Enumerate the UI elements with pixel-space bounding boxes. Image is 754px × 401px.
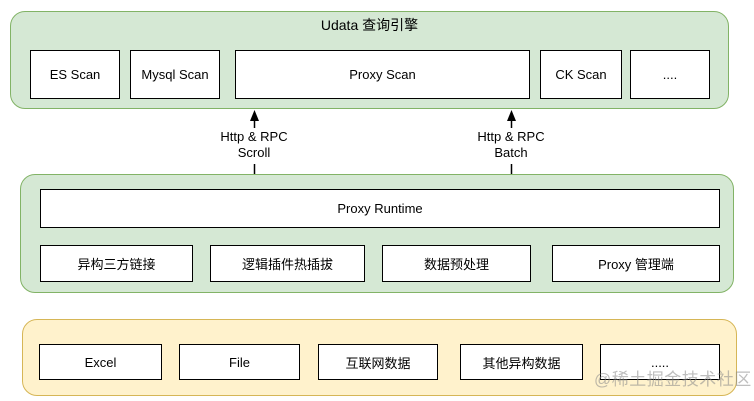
udata-query-engine-title: Udata 查询引擎 bbox=[320, 17, 419, 33]
heterogeneous-link-box: 异构三方链接 bbox=[40, 245, 193, 282]
connector-batch-line2: Batch bbox=[494, 145, 528, 160]
ck-scan-box: CK Scan bbox=[540, 50, 622, 99]
proxy-scan-box: Proxy Scan bbox=[235, 50, 530, 99]
connector-label-batch: Http & RPC Batch bbox=[451, 129, 571, 161]
excel-box: Excel bbox=[39, 344, 162, 380]
proxy-admin-box: Proxy 管理端 bbox=[552, 245, 720, 282]
top-ellipsis-box: .... bbox=[630, 50, 710, 99]
bottom-ellipsis-box: ..... bbox=[600, 344, 720, 380]
connector-scroll-line2: Scroll bbox=[237, 145, 271, 160]
connector-scroll-line1: Http & RPC bbox=[220, 129, 288, 144]
es-scan-box: ES Scan bbox=[30, 50, 120, 99]
watermark: @稀土掘金技术社区 bbox=[594, 370, 752, 389]
connector-label-scroll: Http & RPC Scroll bbox=[194, 129, 314, 161]
connector-batch-line1: Http & RPC bbox=[477, 129, 545, 144]
other-hetero-data-box: 其他异构数据 bbox=[460, 344, 583, 380]
data-preprocessing-box: 数据预处理 bbox=[382, 245, 531, 282]
plugin-hotswap-box: 逻辑插件热插拔 bbox=[210, 245, 365, 282]
mysql-scan-box: Mysql Scan bbox=[130, 50, 220, 99]
file-box: File bbox=[179, 344, 300, 380]
internet-data-box: 互联网数据 bbox=[318, 344, 438, 380]
proxy-runtime-box: Proxy Runtime bbox=[40, 189, 720, 228]
